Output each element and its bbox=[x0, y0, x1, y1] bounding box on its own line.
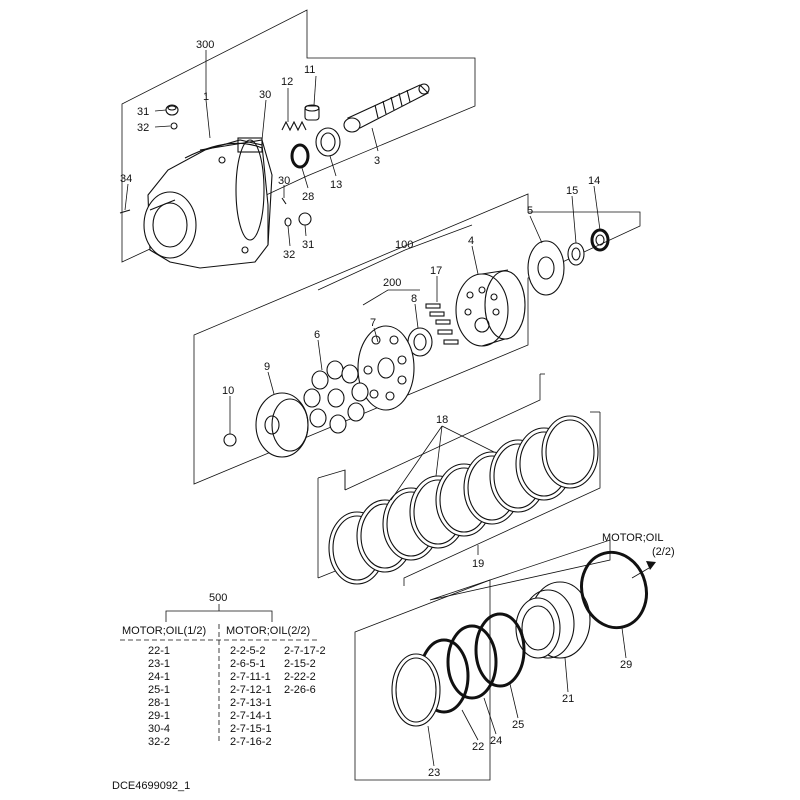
part-25-seal bbox=[474, 612, 526, 688]
callout-19: 19 bbox=[472, 558, 484, 570]
callout-labels: 300 1 11 12 30 31 32 3 13 28 30 34 31 32… bbox=[120, 39, 675, 779]
kit-col1-item: 30-4 bbox=[148, 723, 170, 735]
kit-col1-item: 28-1 bbox=[148, 697, 170, 709]
callout-12: 12 bbox=[281, 76, 293, 88]
kit-col2-header: MOTOR;OIL(2/2) bbox=[226, 625, 310, 637]
group-frame-200 bbox=[362, 289, 420, 306]
callout-11: 11 bbox=[304, 64, 315, 76]
kit-col2-item: 2-6-5-1 bbox=[230, 658, 265, 670]
part-13-bearing bbox=[315, 127, 341, 157]
part-31-cap-upper bbox=[165, 104, 179, 116]
part-14-bearing bbox=[590, 228, 610, 252]
kit-col1-item: 32-2 bbox=[148, 736, 170, 748]
leader-lines bbox=[124, 75, 650, 767]
kit-col3-item: 2-7-17-2 bbox=[284, 645, 326, 657]
kit-col2-item: 2-2-5-2 bbox=[230, 645, 265, 657]
kit-col1-item: 23-1 bbox=[148, 658, 170, 670]
group-frame-18 bbox=[317, 373, 545, 578]
kit-col2-item: 2-7-15-1 bbox=[230, 723, 272, 735]
part-34-pin bbox=[119, 209, 131, 214]
group-frame-21 bbox=[429, 539, 611, 601]
part-28-oring bbox=[290, 143, 310, 169]
part-12-spring bbox=[281, 120, 307, 132]
part-32-oring-lower bbox=[284, 217, 292, 227]
part-10-ball bbox=[223, 433, 237, 447]
callout-29: 29 bbox=[620, 659, 632, 671]
kit-col1-item: 29-1 bbox=[148, 710, 170, 722]
group-frame-seals bbox=[354, 579, 491, 781]
parts-18-19-friction-plates bbox=[328, 415, 599, 585]
callout-5: 5 bbox=[527, 205, 533, 217]
kit-col2-item: 2-7-13-1 bbox=[230, 697, 272, 709]
kit-col1-item: 22-1 bbox=[148, 645, 170, 657]
kit-col3-item: 2-22-2 bbox=[284, 671, 316, 683]
kit-col2-item: 2-7-16-2 bbox=[230, 736, 272, 748]
part-17-pins bbox=[425, 303, 459, 345]
part-6-pistons bbox=[303, 360, 369, 434]
callout-22: 22 bbox=[472, 741, 484, 753]
motor-oil-ref-line1: MOTOR;OIL bbox=[602, 532, 664, 544]
part-3-drive-shaft bbox=[343, 83, 430, 133]
callout-25: 25 bbox=[512, 719, 524, 731]
callout-28: 28 bbox=[302, 191, 314, 203]
callout-18: 18 bbox=[436, 414, 448, 426]
callout-17: 17 bbox=[430, 265, 442, 277]
callout-200: 200 bbox=[383, 277, 401, 289]
kit-col1-item: 24-1 bbox=[148, 671, 170, 683]
oil-motor-arrow bbox=[646, 561, 656, 570]
kit-col2-item: 2-7-14-1 bbox=[230, 710, 272, 722]
kit-col3-item: 2-15-2 bbox=[284, 658, 316, 670]
callout-300: 300 bbox=[196, 39, 214, 51]
callout-3: 3 bbox=[374, 155, 380, 167]
callout-31-lower: 31 bbox=[302, 239, 314, 251]
callout-32-lower: 32 bbox=[283, 249, 295, 261]
kit-col1-item: 25-1 bbox=[148, 684, 170, 696]
callout-14: 14 bbox=[588, 175, 600, 187]
kit-number: 500 bbox=[209, 592, 227, 604]
kit-col2-item: 2-7-12-1 bbox=[230, 684, 272, 696]
callout-21: 21 bbox=[562, 693, 574, 705]
callout-32-upper: 32 bbox=[137, 122, 149, 134]
kit-col3-item: 2-26-6 bbox=[284, 684, 316, 696]
callout-34: 34 bbox=[120, 173, 132, 185]
callout-7: 7 bbox=[370, 317, 376, 329]
callout-1: 1 bbox=[203, 91, 209, 103]
callout-23: 23 bbox=[428, 767, 440, 779]
callout-4: 4 bbox=[468, 235, 474, 247]
callout-9: 9 bbox=[264, 361, 270, 373]
callout-30-upper: 30 bbox=[259, 89, 271, 101]
part-31-cap-lower bbox=[298, 212, 312, 226]
part-32-oring-upper bbox=[170, 122, 178, 130]
kit-table-500: 500 MOTOR;OIL(1/2) MOTOR;OIL(2/2) 22-1 2… bbox=[120, 592, 326, 748]
callout-13: 13 bbox=[330, 179, 342, 191]
callout-100: 100 bbox=[395, 239, 413, 251]
callout-10: 10 bbox=[222, 385, 234, 397]
part-23-ring bbox=[391, 653, 441, 727]
drawing-code: DCE4699092_1 bbox=[112, 780, 190, 792]
callout-15: 15 bbox=[566, 185, 578, 197]
kit-col1-header: MOTOR;OIL(1/2) bbox=[122, 625, 206, 637]
callout-6: 6 bbox=[314, 329, 320, 341]
callout-8: 8 bbox=[411, 293, 417, 305]
part-4-cylinder-block bbox=[455, 269, 526, 347]
part-15-ring bbox=[567, 242, 585, 266]
kit-col2-item: 2-7-11-1 bbox=[230, 671, 271, 683]
callout-31-upper: 31 bbox=[137, 106, 149, 118]
callout-30-lower: 30 bbox=[278, 175, 290, 187]
part-7-retainer-plate bbox=[357, 325, 415, 411]
part-11-plug bbox=[304, 104, 320, 121]
part-21-brake-piston bbox=[515, 581, 591, 659]
callout-24: 24 bbox=[490, 735, 502, 747]
part-30-pin bbox=[281, 197, 287, 205]
part-5-plate bbox=[527, 240, 565, 296]
part-24-seal bbox=[446, 624, 498, 700]
part-29-oring bbox=[580, 550, 648, 630]
motor-oil-ref-line2: (2/2) bbox=[652, 546, 675, 558]
part-9-valve-plate bbox=[255, 392, 309, 458]
part-1-motor-housing bbox=[143, 137, 273, 269]
